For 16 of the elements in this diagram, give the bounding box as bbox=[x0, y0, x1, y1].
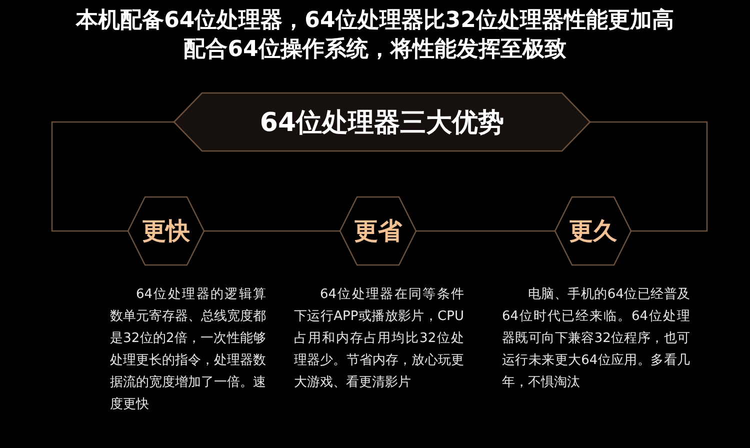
connector-line bbox=[416, 230, 555, 232]
hexagon-badge bbox=[340, 197, 416, 265]
hexagon-badge bbox=[555, 197, 631, 265]
heading-text: 64位处理器三大优势 bbox=[258, 106, 506, 140]
connector-line bbox=[204, 230, 340, 232]
description-text: 电脑、手机的64位已经普及64位时代已经来临。64位处理器既可向下兼容32位程序，也可运行未来更大64位应用。多看几年，不惧淘汰 bbox=[502, 286, 690, 392]
connector-line bbox=[51, 121, 174, 232]
description-text: 64位处理器在同等条件下运行APP或播放影片，CPU占用和内存占用均比32位处理器少。节省内存，放心玩更大游戏、看更清影片 bbox=[294, 286, 464, 392]
hexagon-badge bbox=[128, 197, 204, 265]
heading-banner bbox=[174, 93, 590, 151]
badge-label: 更久 bbox=[568, 216, 618, 247]
badge-label: 更快 bbox=[141, 216, 191, 247]
badge-label: 更省 bbox=[353, 216, 404, 247]
connector-line bbox=[590, 121, 708, 232]
headline-text: 本机配备64位处理器，64位处理器比32位处理器性能更加高配合64位操作系统，将性能发挥至极致 bbox=[75, 6, 675, 64]
description-text: 64位处理器的逻辑算数单元寄存器、总线宽度都是32位的2倍，一次性能够处理更长的指令，处理器数据流的宽度增加了一倍。速度更快 bbox=[110, 286, 266, 414]
